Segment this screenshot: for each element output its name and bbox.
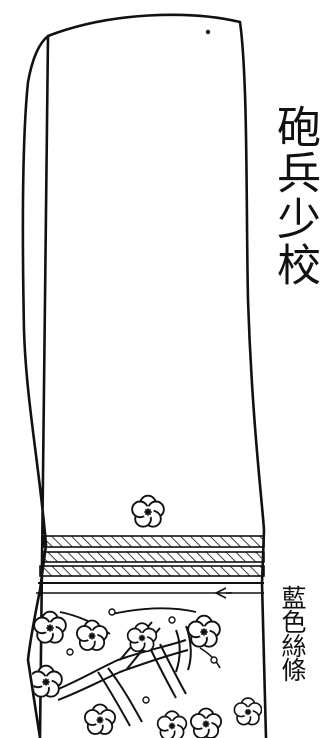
corner-dot	[205, 29, 211, 35]
braid-stripes	[36, 535, 265, 599]
blossom-branch-cuff	[29, 607, 263, 738]
rank-blossom	[131, 494, 165, 528]
sleeve-outline	[21, 13, 268, 738]
stripe-color-caption: 藍色絲條	[278, 585, 307, 681]
rank-label: 砲兵少校	[269, 104, 320, 288]
